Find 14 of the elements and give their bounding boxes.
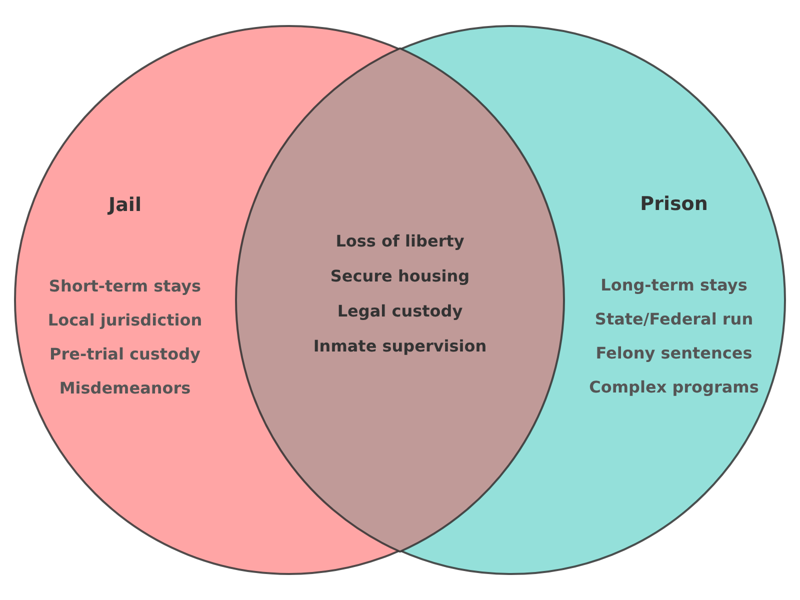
list-item: Loss of liberty [336, 232, 464, 250]
list-item: Pre-trial custody [50, 344, 200, 364]
list-item: Local jurisdiction [48, 310, 202, 330]
list-item: Legal custody [337, 302, 463, 320]
list-item: Complex programs [589, 378, 759, 396]
circle-heading: Jail [108, 194, 142, 216]
list-item: Misdemeanors [59, 378, 191, 398]
circle-heading: Prison [640, 193, 708, 215]
list-item: Short-term stays [48, 276, 202, 296]
list-item: Inmate supervision [313, 336, 487, 356]
list-item: Felony sentences [596, 344, 752, 362]
list-item: Long-term stays [600, 276, 748, 294]
list-item: Secure housing [330, 266, 470, 286]
list-item: State/Federal run [594, 310, 754, 328]
